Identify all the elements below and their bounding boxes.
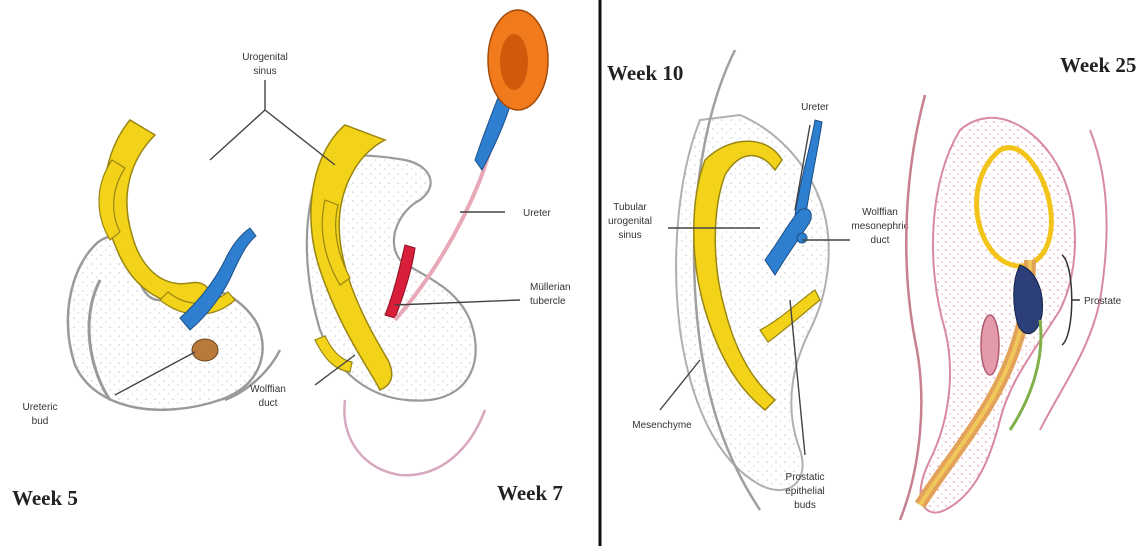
- label-wolffian-meso-3: duct: [871, 235, 890, 246]
- week7-kidney-core: [500, 34, 528, 90]
- week25-outer-left: [900, 95, 925, 520]
- label-wolffian-meso-2: mesonephric: [851, 221, 908, 232]
- week5-title: Week 5: [12, 486, 78, 510]
- week10-blue-bulb: [797, 233, 807, 243]
- label-tubular-sinus-3: sinus: [618, 230, 641, 241]
- label-ureter-week10: Ureter: [801, 102, 829, 113]
- label-tubular-sinus: Tubular: [613, 202, 647, 213]
- week7-lower-tail: [344, 400, 485, 475]
- label-prostatic-buds-2: epithelial: [785, 486, 824, 497]
- label-ureteric-bud: Ureteric: [22, 402, 57, 413]
- label-ureter-week7: Ureter: [523, 208, 551, 219]
- week7-embryo: [307, 10, 548, 475]
- week7-title: Week 7: [497, 481, 563, 505]
- label-tubular-sinus-2: urogenital: [608, 216, 652, 227]
- week25-bladder-outer: [921, 118, 1075, 513]
- label-mullerian-tubercle-2: tubercle: [530, 296, 566, 307]
- label-ureteric-bud-2: bud: [32, 416, 49, 427]
- label-urogenital-sinus-2: sinus: [253, 66, 276, 77]
- week10-embryo: [676, 50, 829, 510]
- label-wolffian-duct: Wolffian: [250, 384, 286, 395]
- label-prostate: Prostate: [1084, 296, 1122, 307]
- label-urogenital-sinus: Urogenital: [242, 52, 288, 63]
- week5-embryo: [68, 120, 280, 410]
- week10-title: Week 10: [607, 61, 683, 85]
- label-mesenchyme: Mesenchyme: [632, 420, 692, 431]
- label-prostatic-buds: Prostatic: [786, 472, 825, 483]
- label-wolffian-meso: Wolffian: [862, 207, 898, 218]
- label-mullerian-tubercle: Müllerian: [530, 282, 571, 293]
- week5-ureteric-bud: [192, 339, 218, 361]
- week25-red-gland: [981, 315, 999, 375]
- week25-anatomy: [900, 95, 1107, 520]
- label-wolffian-duct-2: duct: [259, 398, 278, 409]
- label-prostatic-buds-3: buds: [794, 500, 816, 511]
- week25-title: Week 25: [1060, 53, 1136, 77]
